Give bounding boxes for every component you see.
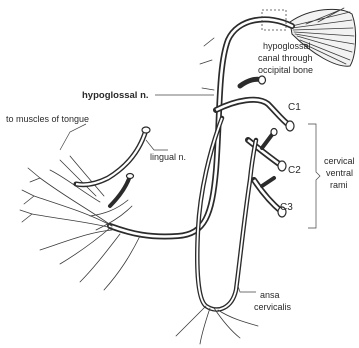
label-hypoglossal-canal-line2: canal through <box>258 53 313 63</box>
label-hypoglossal-canal-line1: hypoglossal <box>263 41 311 51</box>
label-c2: C2 <box>288 165 301 176</box>
label-ansa-cervicalis: ansa cervicalis <box>254 290 292 312</box>
label-muscles-of-tongue: to muscles of tongue <box>6 114 89 124</box>
label-hypoglossal-canal-line3: occipital bone <box>258 65 313 75</box>
label-rami-line1: cervical <box>324 156 355 166</box>
label-rami-line2: ventral <box>326 168 353 178</box>
label-lingual-nerve: lingual n. <box>150 152 186 162</box>
label-c3: C3 <box>280 202 293 213</box>
label-ansa-line1: ansa <box>260 290 280 300</box>
label-cervical-ventral-rami: cervical ventral rami <box>324 156 357 190</box>
label-c1: C1 <box>288 102 301 113</box>
label-ansa-line2: cervicalis <box>254 302 292 312</box>
rami-brace <box>308 124 320 228</box>
label-rami-line3: rami <box>330 180 348 190</box>
label-hypoglossal-canal: hypoglossal canal through occipital bone <box>258 41 315 75</box>
label-hypoglossal-nerve: hypoglossal n. <box>82 90 149 101</box>
leader-lines <box>60 95 256 292</box>
tongue-branches <box>20 156 140 290</box>
